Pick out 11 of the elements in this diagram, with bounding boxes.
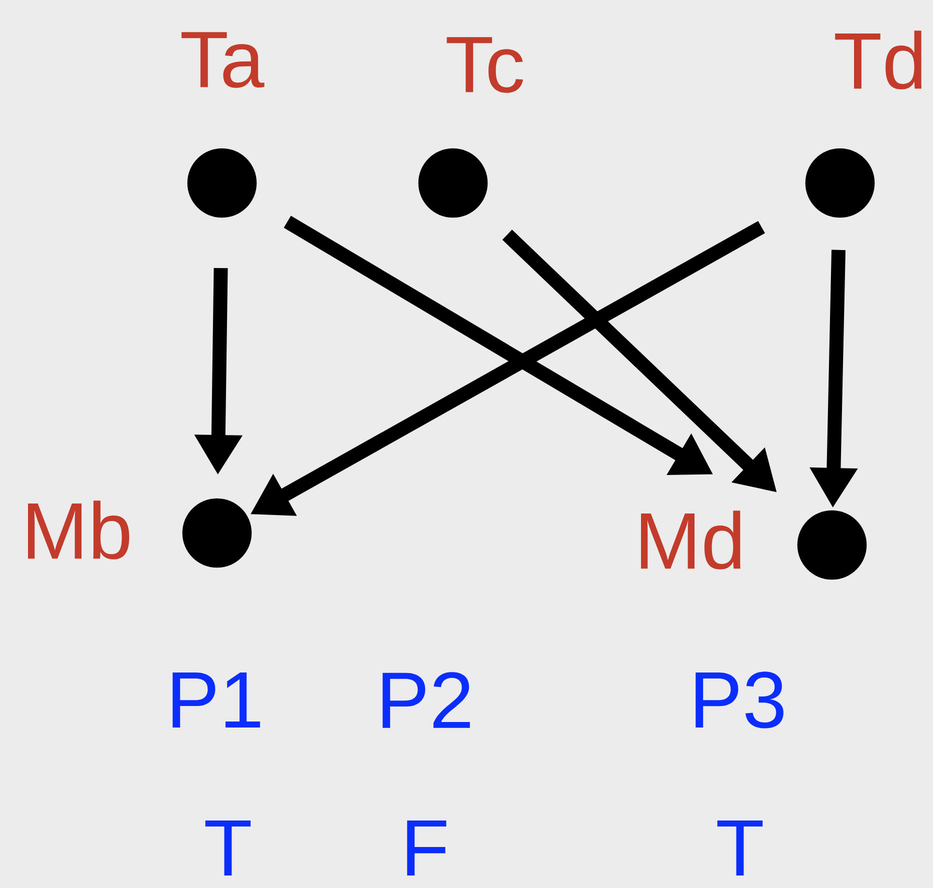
node-label: Mb [28,500,130,560]
value-label: P1 [172,672,260,728]
node-label: Ta [182,32,264,88]
node-label: Td [835,30,922,90]
value-label: P2 [382,672,470,728]
value-label: P3 [696,672,784,728]
value-label: T [717,820,763,876]
node-label: Tc [446,37,523,93]
node-label: Md [641,510,740,570]
value-label: T [205,820,251,876]
value-label: F [407,820,446,876]
